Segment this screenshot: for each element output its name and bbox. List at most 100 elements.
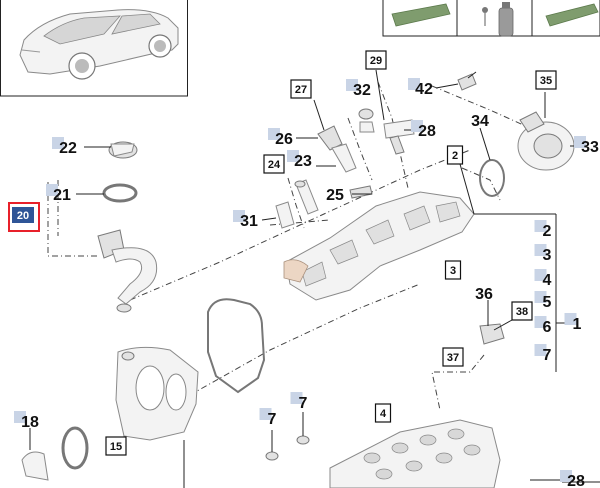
callout-number: 5	[543, 294, 552, 311]
accessory-tool-3[interactable]	[545, 3, 599, 27]
callout-tag-marker	[534, 220, 547, 232]
callout-5-c5[interactable]: 5	[534, 291, 552, 311]
callout-2-c2a[interactable]: 2	[446, 145, 464, 165]
callout-27-c27[interactable]: 27	[290, 79, 312, 99]
part-sensor-36[interactable]	[479, 300, 505, 345]
vehicle-thumbnail-frame	[0, 0, 188, 97]
accessory-strip-frame	[382, 0, 600, 37]
callout-6-c6[interactable]: 6	[534, 316, 552, 336]
part-sensor-23[interactable]	[294, 179, 319, 215]
callout-26-c26[interactable]: 26	[268, 128, 293, 148]
part-injector[interactable]	[375, 69, 415, 155]
callout-2-c2b[interactable]: 2	[534, 220, 552, 240]
accessory-strip	[382, 0, 600, 37]
part-bolt-7-left[interactable]	[265, 430, 279, 461]
callout-34-c34[interactable]: 34	[471, 113, 489, 130]
callout-7-c7c[interactable]: 7	[290, 392, 308, 412]
part-pump-gasket[interactable]	[479, 159, 505, 197]
callout-tag-marker	[287, 150, 299, 162]
callout-tag-marker	[290, 392, 303, 404]
callout-4-c4b[interactable]: 4	[374, 403, 392, 423]
callout-4-c4a[interactable]: 4	[534, 269, 552, 289]
callout-tag-marker	[534, 269, 547, 281]
callout-31-c31[interactable]: 31	[233, 210, 258, 230]
callout-tag-marker	[560, 470, 572, 482]
part-shaft-seal[interactable]	[21, 426, 89, 481]
callout-tag-marker	[534, 291, 547, 303]
part-oil-filler-cap[interactable]	[108, 141, 138, 159]
vehicle-icon	[19, 9, 179, 80]
callout-29-c29[interactable]: 29	[365, 50, 387, 70]
callout-number: 20	[17, 210, 29, 222]
callout-22-c22[interactable]: 22	[52, 137, 77, 157]
selection-highlight	[8, 202, 40, 232]
callout-3-c3a[interactable]: 3	[444, 260, 462, 280]
callout-tag-marker	[233, 210, 245, 222]
callout-23-c23[interactable]: 23	[287, 150, 312, 170]
part-vacuum-pump[interactable]	[517, 111, 575, 171]
part-cylinder-head[interactable]	[329, 419, 501, 488]
part-cover-gasket[interactable]	[207, 298, 266, 394]
callout-box	[263, 154, 285, 174]
callout-1-c1[interactable]: 1	[564, 313, 582, 333]
callout-box	[444, 260, 462, 280]
callout-24-c24[interactable]: 24	[263, 154, 285, 174]
callout-3-c3b[interactable]: 3	[534, 244, 552, 264]
callout-number: 28	[418, 123, 436, 140]
callout-box	[374, 403, 392, 423]
leader-lines	[29, 83, 600, 483]
callout-tag-marker	[408, 78, 420, 90]
callout-box	[442, 347, 464, 367]
callout-number: 29	[370, 55, 382, 67]
callout-number: 42	[415, 81, 433, 98]
center-lines	[47, 81, 531, 411]
callout-number: 4	[380, 408, 387, 420]
callout-number: 35	[540, 75, 552, 87]
accessory-tool-2[interactable]	[482, 2, 514, 37]
callout-15-c15[interactable]: 15	[105, 436, 127, 456]
callout-number: 25	[326, 187, 344, 204]
callout-42-c42[interactable]: 42	[408, 78, 433, 98]
callout-37-c37[interactable]: 37	[442, 347, 464, 367]
callout-tag-marker	[534, 244, 547, 256]
part-spark-plug[interactable]	[358, 108, 375, 133]
callout-number: 18	[21, 414, 39, 431]
callout-28-c28a[interactable]: 28	[411, 120, 436, 140]
callout-18-c18[interactable]: 18	[14, 411, 39, 431]
part-bolt-7-right[interactable]	[296, 412, 310, 445]
part-ignition-coil[interactable]	[313, 99, 357, 173]
callout-32-c32[interactable]: 32	[346, 79, 371, 99]
callout-7-c7b[interactable]: 7	[259, 408, 277, 428]
part-seal-ring[interactable]	[102, 183, 138, 203]
part-timing-cover[interactable]	[115, 346, 199, 488]
part-sensor-31[interactable]	[275, 201, 295, 229]
callout-20-c20[interactable]: 20	[12, 207, 34, 223]
callout-tag-marker	[534, 344, 547, 356]
callout-35-c35[interactable]: 35	[535, 70, 557, 90]
callout-tag-marker	[564, 313, 577, 325]
callout-21-c21[interactable]: 21	[46, 184, 71, 204]
callout-tag-marker	[46, 184, 58, 196]
callout-number: 24	[268, 159, 281, 171]
callout-28-c28b[interactable]: 28	[560, 470, 585, 488]
callout-7-c7a[interactable]: 7	[534, 344, 552, 364]
callout-38-c38[interactable]: 38	[511, 301, 533, 321]
callout-25-c25[interactable]: 25	[326, 187, 344, 204]
part-sensor-42[interactable]	[457, 71, 477, 91]
callout-33-c33[interactable]: 33	[574, 136, 599, 156]
vehicle-thumbnail[interactable]	[0, 0, 188, 97]
accessory-tool-1[interactable]	[391, 3, 451, 27]
callout-number: 1	[573, 316, 582, 333]
callout-number: 15	[110, 441, 122, 453]
callout-number: 7	[299, 395, 308, 412]
callout-36-c36[interactable]: 36	[475, 286, 493, 303]
callout-number: 33	[581, 139, 599, 156]
part-bolt-25[interactable]	[349, 185, 373, 199]
callout-box	[535, 70, 557, 90]
callout-number: 7	[543, 347, 552, 364]
part-valve-cover[interactable]	[283, 191, 475, 301]
callout-tag-marker	[14, 411, 26, 423]
part-crankcase-breather[interactable]	[97, 229, 158, 313]
